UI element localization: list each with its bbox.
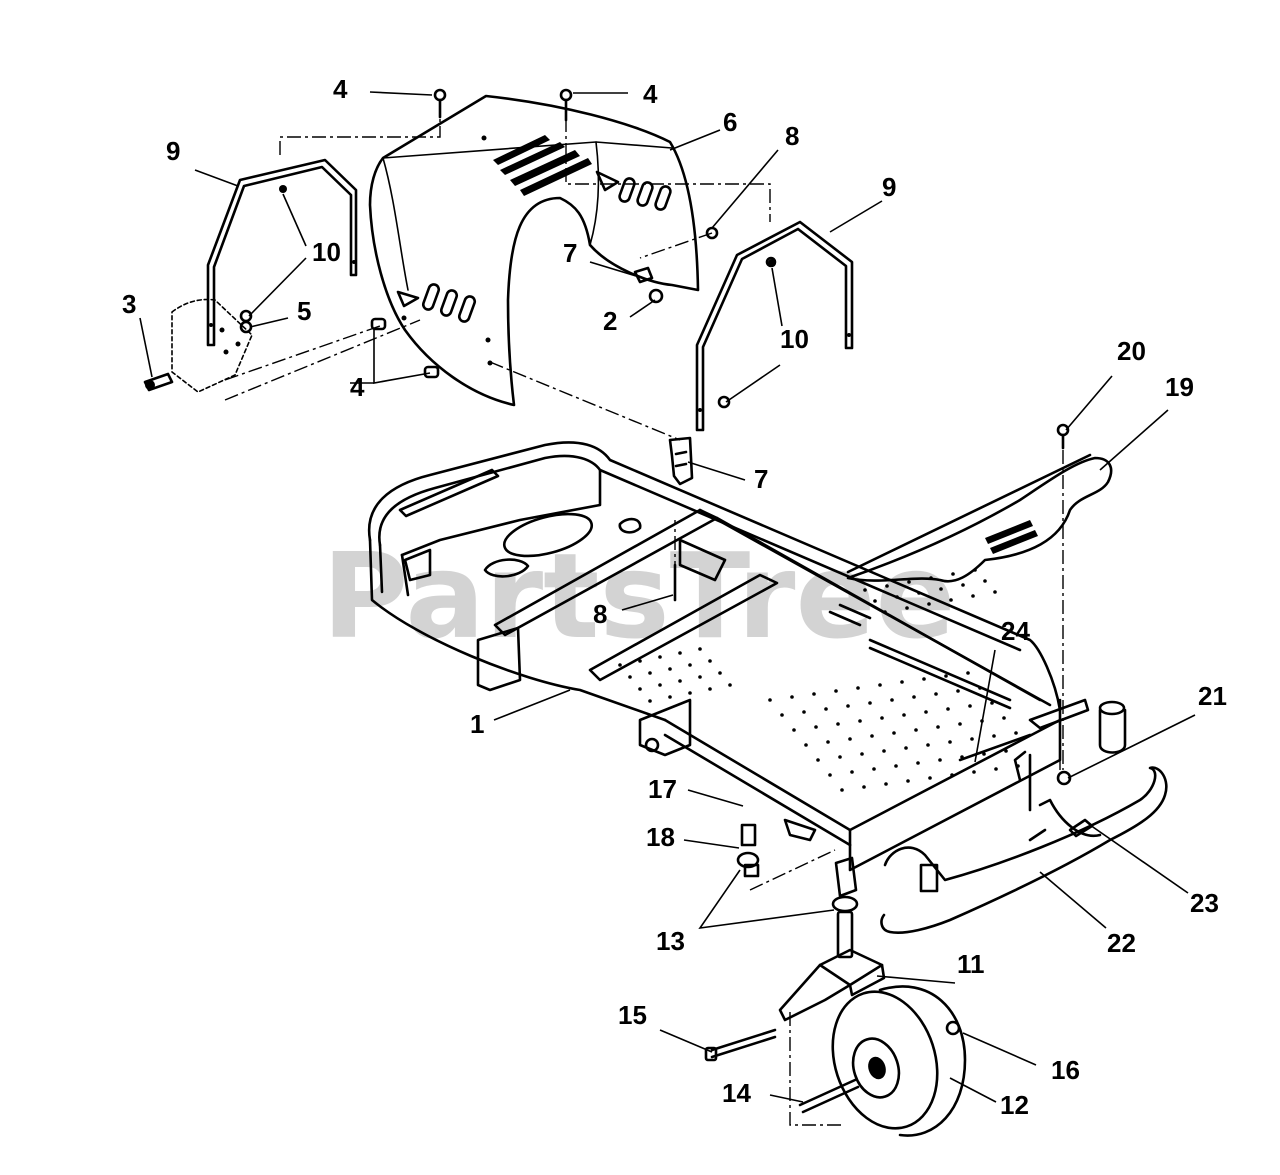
main-frame [367,441,1127,872]
callout-labels: 1 2 3 4 4 4 5 6 7 7 8 8 9 9 10 10 11 12 … [122,74,1227,1120]
callout-7-b: 7 [754,464,768,494]
bumper [880,766,1168,934]
seat-bracket [668,436,694,486]
fender-cover [368,94,700,407]
frame-hole-pattern [618,568,1020,792]
callout-7-a: 7 [563,238,577,268]
callout-20: 20 [1117,336,1146,366]
leader-lines [139,91,1196,1103]
callout-9-a: 9 [166,136,180,166]
fender-bracket-left [206,158,358,347]
callout-13: 13 [656,926,685,956]
callout-10-a: 10 [312,237,341,267]
callout-3: 3 [122,289,136,319]
callout-24: 24 [1001,616,1030,646]
callout-12: 12 [1000,1090,1029,1120]
mount-plate [143,298,253,393]
callout-4-b: 4 [643,79,658,109]
callout-8-a: 8 [785,121,799,151]
callout-23: 23 [1190,888,1219,918]
deck-cover-19 [846,453,1113,583]
alignment-lines [224,117,1064,1126]
callout-16: 16 [1051,1055,1080,1085]
callout-2: 2 [603,306,617,336]
callout-9-b: 9 [882,172,896,202]
callout-11: 11 [957,949,985,979]
callout-17: 17 [648,774,677,804]
callout-21: 21 [1198,681,1227,711]
caster-assembly [778,856,967,1137]
callout-15: 15 [618,1000,647,1030]
callout-10-b: 10 [780,324,809,354]
callout-6: 6 [723,107,737,137]
callout-4-c: 4 [350,372,365,402]
callout-4-a: 4 [333,74,348,104]
hardware-bolts [239,88,1094,1062]
callout-14: 14 [722,1078,751,1108]
callout-1: 1 [470,709,484,739]
callout-18: 18 [646,822,675,852]
callout-22: 22 [1107,928,1136,958]
callout-19: 19 [1165,372,1194,402]
callout-8-b: 8 [593,599,607,629]
callout-5: 5 [297,296,311,326]
